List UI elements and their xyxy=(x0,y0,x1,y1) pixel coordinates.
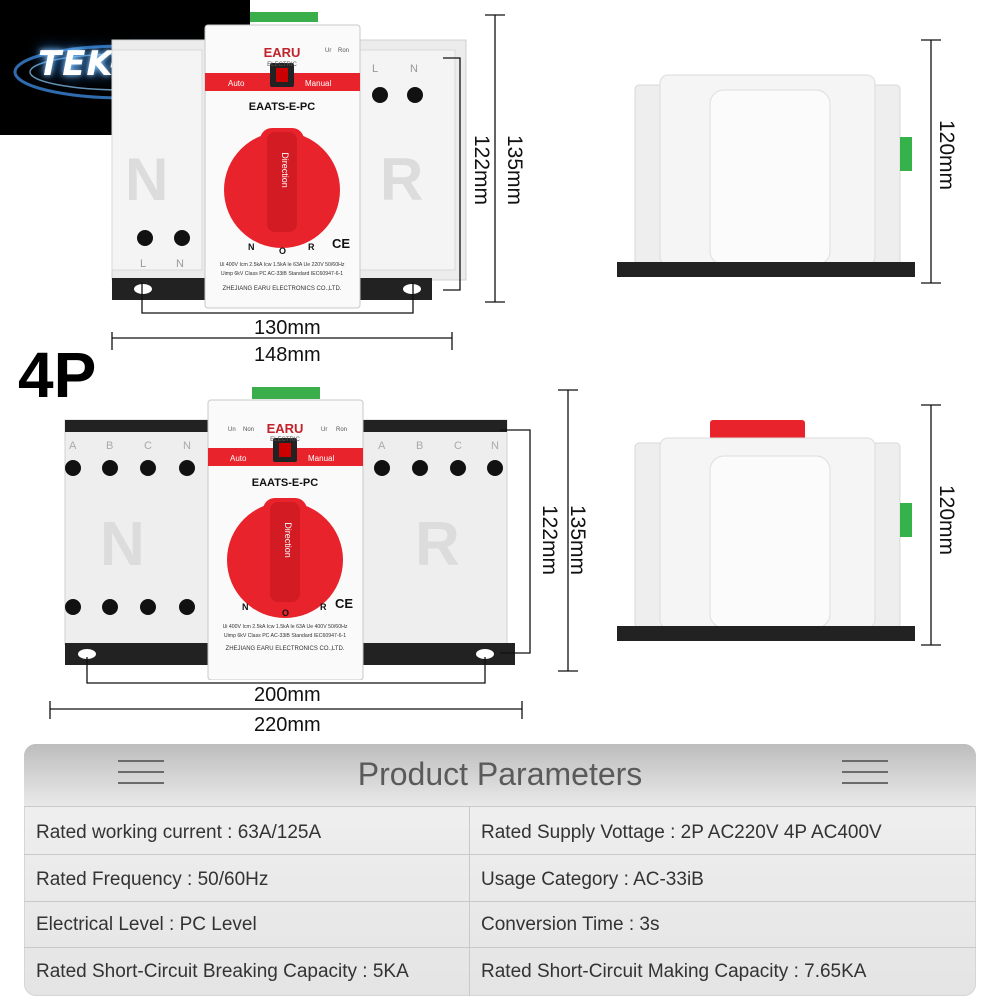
device-2p-front: N R L N L N EARU ELECTRIC Ur Ron Auto Ma… xyxy=(111,12,467,309)
dim-2p-inner-width: 130mm xyxy=(254,317,321,339)
device-2p-dial-r: R xyxy=(308,242,315,252)
device-4p-model: EAATS-E-PC xyxy=(252,477,318,489)
param-usage-category: Usage Category : AC-33iB xyxy=(481,869,704,890)
device-4p-ind-un: Un xyxy=(228,427,236,433)
pole-label: 4P xyxy=(18,339,97,411)
device-4p-side xyxy=(617,420,915,641)
device-4p-dial-n: N xyxy=(242,602,249,612)
device-2p-term-bottom-1: N xyxy=(176,258,184,270)
dim-2p-outer-height: 135mm xyxy=(503,135,526,206)
device-2p-right-letter: R xyxy=(380,146,423,213)
device-4p-spec2: Uimp 6kV Class PC AC-33iB Standard IEC60… xyxy=(224,633,346,639)
device-4p-dial-o: O xyxy=(282,608,289,618)
device-2p-spec1: Ui 400V Icm 2.5kA Icw 1.5kA Ie 63A Ue 22… xyxy=(220,262,345,268)
device-4p-term-n-right: N xyxy=(491,440,499,452)
param-breaking-capacity: Rated Short-Circuit Breaking Capacity : … xyxy=(36,961,409,982)
device-4p-term-a: A xyxy=(69,440,77,452)
row-divider xyxy=(24,901,976,902)
device-2p-manual-label: Manual xyxy=(305,79,331,88)
device-4p-auto-label: Auto xyxy=(230,454,247,463)
device-2p-dial-n: N xyxy=(248,242,255,252)
row-divider xyxy=(24,806,976,807)
device-2p-side xyxy=(617,74,915,277)
device-2p-ind-ur: Ur xyxy=(325,48,331,54)
device-2p-left-letter: N xyxy=(125,146,168,213)
param-rated-supply-voltage: Rated Supply Vottage : 2P AC220V 4P AC40… xyxy=(481,822,882,843)
dim-4p-outer-height: 135mm xyxy=(566,505,589,576)
product-parameters-panel: Product Parameters Rated working current… xyxy=(24,744,976,996)
device-4p-manual-label: Manual xyxy=(308,454,334,463)
device-4p-ind-ur: Ur xyxy=(321,427,327,433)
dim-4p-side-height: 120mm xyxy=(935,485,958,556)
row-divider xyxy=(24,854,976,855)
dim-4p-side-line xyxy=(921,404,941,646)
device-4p-term-b: B xyxy=(106,440,113,452)
param-electrical-level: Electrical Level : PC Level xyxy=(36,914,257,935)
device-2p-term-top-1: N xyxy=(410,63,418,75)
device-4p-term-c-right: C xyxy=(454,440,462,452)
device-4p-brand-sub: ELECTRIC xyxy=(270,437,300,443)
row-divider xyxy=(24,947,976,948)
dim-2p-side-line xyxy=(921,39,941,284)
dim-2p-outer-width: 148mm xyxy=(254,344,321,366)
dims-2p-lines xyxy=(111,14,505,350)
dim-2p-side-height: 120mm xyxy=(935,120,958,191)
dims-4p-lines xyxy=(49,389,578,719)
device-2p-term-bottom-0: L xyxy=(140,258,146,270)
device-4p-front: A B C N A B C N N R Un Non EARU ELECTRIC… xyxy=(64,387,515,680)
param-rated-working-current: Rated working current : 63A/125A xyxy=(36,822,322,843)
device-4p-term-b-right: B xyxy=(416,440,423,452)
device-4p-term-n: N xyxy=(183,440,191,452)
device-2p-ind-ron: Ron xyxy=(338,48,349,54)
device-2p-model: EAATS-E-PC xyxy=(249,101,315,113)
panel-title: Product Parameters xyxy=(357,756,643,792)
device-2p-ce-mark: CE xyxy=(332,236,350,251)
device-2p-brand-sub: ELECTRIC xyxy=(267,62,297,68)
device-4p-ind-non: Non xyxy=(243,427,254,433)
dim-4p-inner-height: 122mm xyxy=(538,505,561,576)
device-4p-term-c: C xyxy=(144,440,152,452)
menu-lines-icon xyxy=(118,760,164,786)
device-4p-brand: EARU xyxy=(267,421,304,436)
device-4p-dial-r: R xyxy=(320,602,327,612)
menu-lines-icon-right xyxy=(842,760,888,786)
param-conversion-time: Conversion Time : 3s xyxy=(481,914,660,935)
device-4p-spec1: Ui 400V Icm 2.5kA Icw 1.5kA Ie 63A Ue 40… xyxy=(223,624,348,630)
dim-4p-inner-width: 200mm xyxy=(254,684,321,706)
device-4p-term-a-right: A xyxy=(378,440,386,452)
device-2p-spec2: Uimp 6kV Class PC AC-33iB Standard IEC60… xyxy=(221,271,343,277)
panel-header: Product Parameters xyxy=(24,744,976,806)
device-4p-ind-ron: Ron xyxy=(336,427,347,433)
dim-2p-inner-height: 122mm xyxy=(470,135,493,206)
device-2p-dial-o: O xyxy=(279,246,286,256)
device-4p-dial-text: Direction xyxy=(283,522,293,558)
device-2p-term-top-0: L xyxy=(372,63,378,75)
device-4p-maker: ZHEJIANG EARU ELECTRONICS CO.,LTD. xyxy=(226,646,345,652)
device-4p-left-letter: N xyxy=(100,510,145,579)
device-2p-brand: EARU xyxy=(264,45,301,60)
device-2p-auto-label: Auto xyxy=(228,79,245,88)
param-making-capacity: Rated Short-Circuit Making Capacity : 7.… xyxy=(481,961,867,982)
device-2p-maker: ZHEJIANG EARU ELECTRONICS CO.,LTD. xyxy=(223,286,342,292)
device-2p-dial-text: Direction xyxy=(280,152,290,188)
param-rated-frequency: Rated Frequency : 50/60Hz xyxy=(36,869,269,890)
dim-4p-outer-width: 220mm xyxy=(254,714,321,736)
device-4p-right-letter: R xyxy=(415,510,460,579)
device-4p-ce-mark: CE xyxy=(335,596,353,611)
